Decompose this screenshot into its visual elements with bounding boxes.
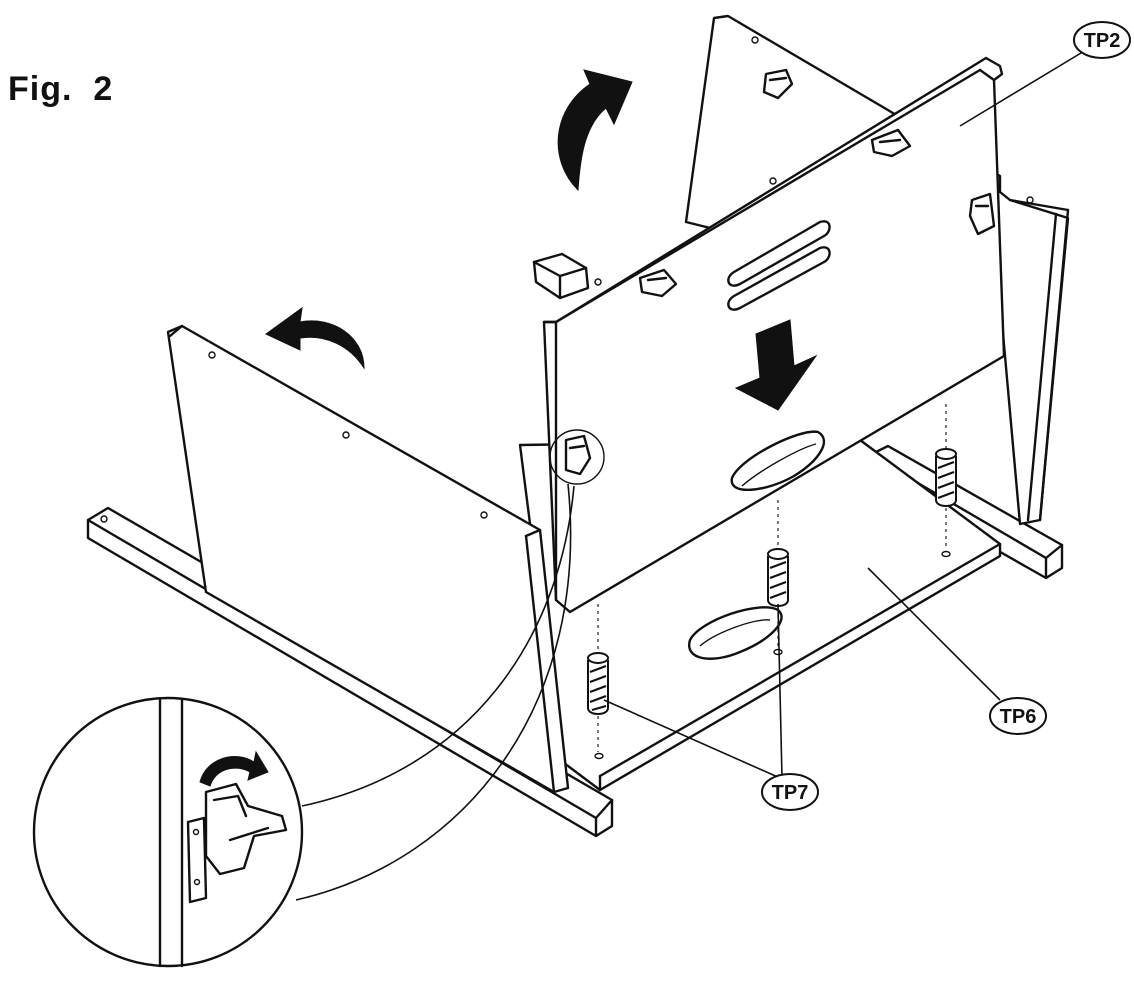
latch [870, 128, 912, 158]
down-arrow-icon [734, 319, 818, 411]
left-side-panel [166, 324, 570, 794]
rotate-arrow-icon [199, 750, 269, 787]
dowel [935, 448, 957, 507]
latch [638, 268, 678, 298]
callout-tp2: TP2 [1073, 21, 1131, 59]
detail-magnifier [32, 483, 575, 968]
svg-text:TP6: TP6 [1000, 706, 1037, 728]
dowels-tp7 [587, 404, 957, 752]
svg-text:TP7: TP7 [772, 782, 809, 804]
vent-slot [727, 220, 831, 287]
curved-up-arrow-icon [557, 69, 633, 192]
dowel [767, 548, 789, 607]
latch [968, 192, 996, 236]
latch-detail [204, 782, 288, 876]
dowel [587, 652, 609, 715]
svg-text:TP2: TP2 [1084, 30, 1121, 52]
callout-tp6: TP6 [989, 697, 1047, 735]
curved-left-arrow-icon [265, 306, 365, 370]
callout-tp7: TP7 [761, 773, 819, 811]
figure-title: Fig. 2 [8, 70, 114, 108]
motion-arrows [265, 69, 818, 411]
detail-circle [549, 429, 605, 485]
vent-slot [727, 246, 831, 311]
